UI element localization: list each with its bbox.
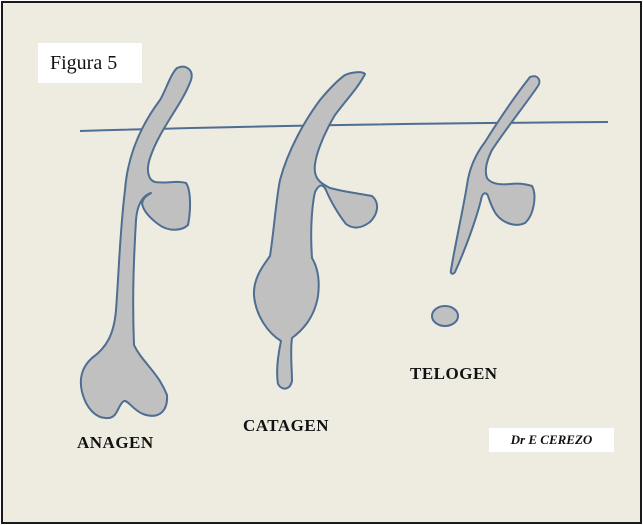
telogen-label: TELOGEN: [410, 364, 498, 384]
telogen-follicle: [451, 76, 540, 274]
telogen-dermal-papilla: [432, 306, 458, 326]
anagen-follicle: [81, 67, 192, 418]
anagen-label: ANAGEN: [77, 433, 154, 453]
author-credit: Dr E CEREZO: [489, 428, 614, 452]
catagen-follicle: [254, 72, 377, 388]
catagen-label: CATAGEN: [243, 416, 329, 436]
